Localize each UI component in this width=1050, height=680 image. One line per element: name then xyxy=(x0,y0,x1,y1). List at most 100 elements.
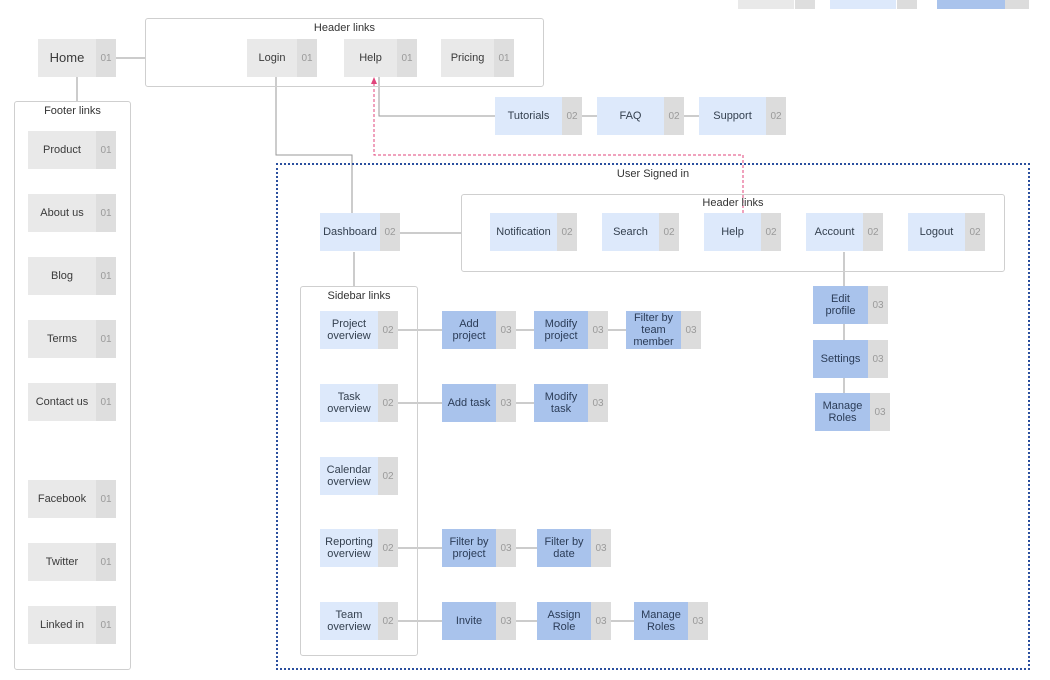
footer-about-node[interactable]: About us 01 xyxy=(28,194,116,232)
legend-level1-swatch xyxy=(738,0,794,9)
node-label: Filter by date xyxy=(537,529,591,567)
node-label: Filter by project xyxy=(442,529,496,567)
footer-contact-node[interactable]: Contact us 01 xyxy=(28,383,116,421)
signed-in-help-node[interactable]: Help 02 xyxy=(704,213,781,251)
node-label: Manage Roles xyxy=(815,393,870,431)
node-level: 02 xyxy=(659,213,679,251)
node-level: 03 xyxy=(868,286,888,324)
node-label: Support xyxy=(699,97,766,135)
settings-node[interactable]: Settings 03 xyxy=(813,340,888,378)
node-label: Login xyxy=(247,39,297,77)
footer-twitter-node[interactable]: Twitter 01 xyxy=(28,543,116,581)
filter-by-date-node[interactable]: Filter by date 03 xyxy=(537,529,611,567)
footer-facebook-node[interactable]: Facebook 01 xyxy=(28,480,116,518)
node-level: 01 xyxy=(96,543,116,581)
node-level: 01 xyxy=(96,257,116,295)
node-label: Twitter xyxy=(28,543,96,581)
add-task-node[interactable]: Add task 03 xyxy=(442,384,516,422)
node-label: Tutorials xyxy=(495,97,562,135)
help-cross-link-dashed-line xyxy=(373,82,744,213)
node-level: 02 xyxy=(557,213,577,251)
node-label: Linked in xyxy=(28,606,96,644)
node-level: 01 xyxy=(96,194,116,232)
node-level: 03 xyxy=(588,384,608,422)
footer-terms-node[interactable]: Terms 01 xyxy=(28,320,116,358)
account-manage-roles-node[interactable]: Manage Roles 03 xyxy=(815,393,890,431)
edit-profile-node[interactable]: Edit profile 03 xyxy=(813,286,888,324)
node-level: 02 xyxy=(863,213,883,251)
group-title: Sidebar links xyxy=(327,290,391,302)
node-label: FAQ xyxy=(597,97,664,135)
node-label: Notification xyxy=(490,213,557,251)
account-node[interactable]: Account 02 xyxy=(806,213,883,251)
pricing-node[interactable]: Pricing 01 xyxy=(441,39,514,77)
invite-node[interactable]: Invite 03 xyxy=(442,602,516,640)
task-overview-node[interactable]: Task overview 02 xyxy=(320,384,398,422)
footer-blog-node[interactable]: Blog 01 xyxy=(28,257,116,295)
node-label: Help xyxy=(704,213,761,251)
support-node[interactable]: Support 02 xyxy=(699,97,786,135)
node-level: 02 xyxy=(378,602,398,640)
node-level: 03 xyxy=(588,311,608,349)
node-label: Facebook xyxy=(28,480,96,518)
node-level: 03 xyxy=(868,340,888,378)
notification-node[interactable]: Notification 02 xyxy=(490,213,577,251)
node-label: Contact us xyxy=(28,383,96,421)
modify-project-node[interactable]: Modify project 03 xyxy=(534,311,608,349)
node-label: Help xyxy=(344,39,397,77)
node-level: 01 xyxy=(96,320,116,358)
node-level: 02 xyxy=(562,97,582,135)
node-label: About us xyxy=(28,194,96,232)
node-level: 01 xyxy=(96,131,116,169)
node-level: 03 xyxy=(681,311,701,349)
node-level: 01 xyxy=(96,383,116,421)
help-node[interactable]: Help 01 xyxy=(344,39,417,77)
node-label: Team overview xyxy=(320,602,378,640)
node-label: Product xyxy=(28,131,96,169)
sidebar-links-group: Sidebar links xyxy=(300,286,418,656)
node-label: Invite xyxy=(442,602,496,640)
tutorials-node[interactable]: Tutorials 02 xyxy=(495,97,582,135)
node-level: 02 xyxy=(380,213,400,251)
node-level: 03 xyxy=(870,393,890,431)
footer-linkedin-node[interactable]: Linked in 01 xyxy=(28,606,116,644)
node-level: 02 xyxy=(378,384,398,422)
node-label: Modify task xyxy=(534,384,588,422)
node-label: Account xyxy=(806,213,863,251)
node-label: Add task xyxy=(442,384,496,422)
home-node[interactable]: Home 01 xyxy=(38,39,116,77)
group-title: Header links xyxy=(702,197,764,209)
node-level: 02 xyxy=(378,529,398,567)
filter-by-team-member-node[interactable]: Filter by team member 03 xyxy=(626,311,701,349)
dashboard-node[interactable]: Dashboard 02 xyxy=(320,213,400,251)
search-node[interactable]: Search 02 xyxy=(602,213,679,251)
modify-task-node[interactable]: Modify task 03 xyxy=(534,384,608,422)
filter-by-project-node[interactable]: Filter by project 03 xyxy=(442,529,516,567)
node-level: 01 xyxy=(494,39,514,77)
node-label: Logout xyxy=(908,213,965,251)
faq-node[interactable]: FAQ 02 xyxy=(597,97,684,135)
user-signed-in-region: User Signed in xyxy=(276,163,1030,670)
footer-product-node[interactable]: Product 01 xyxy=(28,131,116,169)
project-overview-node[interactable]: Project overview 02 xyxy=(320,311,398,349)
legend-level2-number xyxy=(897,0,917,9)
team-overview-node[interactable]: Team overview 02 xyxy=(320,602,398,640)
node-level: 01 xyxy=(297,39,317,77)
add-project-node[interactable]: Add project 03 xyxy=(442,311,516,349)
node-label: Modify project xyxy=(534,311,588,349)
node-level: 02 xyxy=(965,213,985,251)
team-manage-roles-node[interactable]: Manage Roles 03 xyxy=(634,602,708,640)
reporting-overview-node[interactable]: Reporting overview 02 xyxy=(320,529,398,567)
assign-role-node[interactable]: Assign Role 03 xyxy=(537,602,611,640)
node-level: 03 xyxy=(591,602,611,640)
node-level: 01 xyxy=(397,39,417,77)
node-level: 01 xyxy=(96,480,116,518)
calendar-overview-node[interactable]: Calendar overview 02 xyxy=(320,457,398,495)
node-level: 02 xyxy=(378,311,398,349)
node-label: Pricing xyxy=(441,39,494,77)
node-level: 01 xyxy=(96,606,116,644)
legend-level2-swatch xyxy=(830,0,896,9)
login-node[interactable]: Login 01 xyxy=(247,39,317,77)
logout-node[interactable]: Logout 02 xyxy=(908,213,985,251)
